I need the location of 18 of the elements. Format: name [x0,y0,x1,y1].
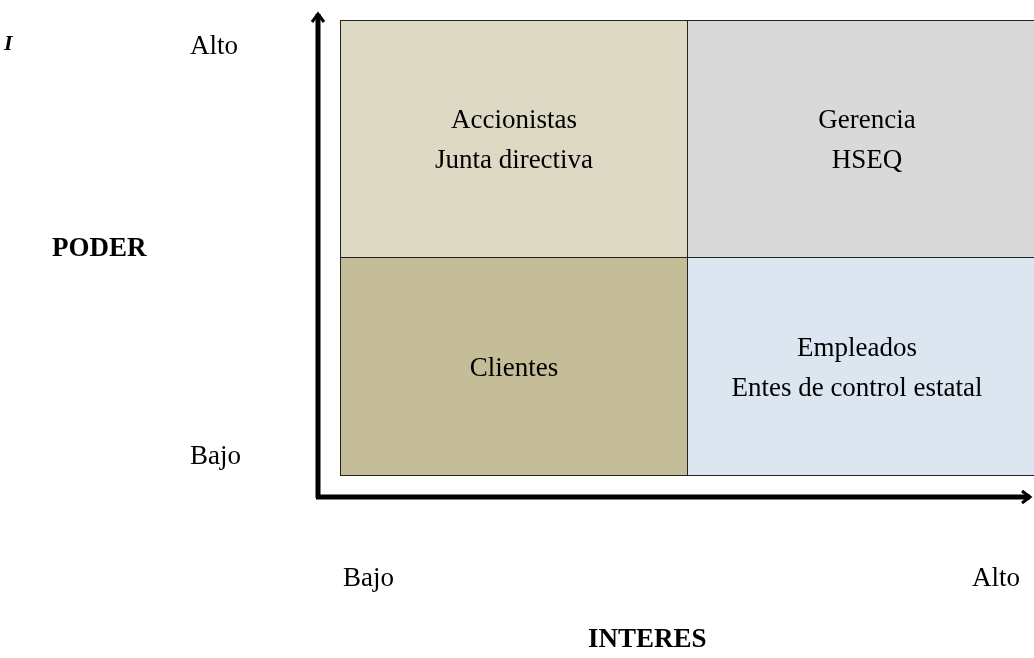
quadrant-box [687,20,1034,258]
axis-tick-label: Bajo [343,562,394,593]
stakeholder-name: Gerencia [818,103,916,136]
stakeholder-name: Accionistas [451,103,577,136]
axis-tick-label: Bajo [190,440,241,471]
axis-title: PODER [52,232,147,263]
quadrant-box [340,257,688,476]
stakeholder-name: Empleados [797,330,917,364]
quadrant-box [340,20,688,258]
stakeholder-name: HSEQ [831,143,903,176]
stakeholder-name: Entes de control estatal [731,370,983,404]
axis-tick-label: Alto [190,30,238,61]
stakeholder-name: Junta directiva [434,143,594,176]
quadrant-box [687,257,1034,476]
stakeholder-name: Clientes [469,350,559,384]
cut-off-text: I [4,30,13,56]
axis-title: INTERES [588,623,707,654]
axis-tick-label: Alto [972,562,1020,593]
